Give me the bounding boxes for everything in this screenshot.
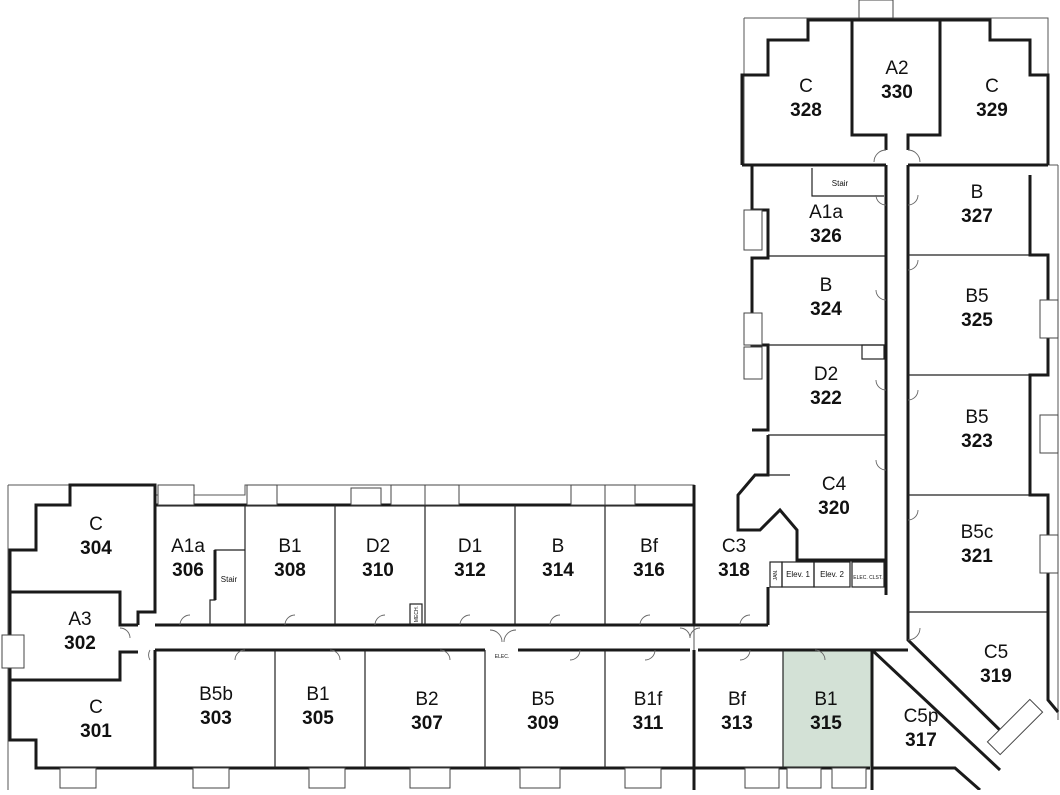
elevator-1-label: Elev. 1 <box>786 570 810 579</box>
room-type-307: B2 <box>415 689 438 710</box>
room-type-320: C4 <box>822 474 847 495</box>
room-type-306: A1a <box>171 536 205 557</box>
elevator-2-label: Elev. 2 <box>820 570 844 579</box>
room-number-318: 318 <box>718 560 750 581</box>
room-number-311: 311 <box>633 713 664 734</box>
room-number-306: 306 <box>172 560 204 581</box>
room-type-325: B5 <box>965 286 988 307</box>
room-number-319: 319 <box>980 666 1012 687</box>
room-type-323: B5 <box>965 407 988 428</box>
room-type-304: C <box>89 514 103 535</box>
room-type-311: B1f <box>634 689 663 710</box>
room-number-315: 315 <box>810 713 842 734</box>
room-type-327: B <box>971 182 984 203</box>
room-type-328: C <box>799 76 813 97</box>
room-number-321: 321 <box>961 546 993 567</box>
door-swings <box>119 149 921 661</box>
room-number-312: 312 <box>454 560 486 581</box>
janitor-label: JAN. <box>773 570 779 581</box>
room-type-314: B <box>552 536 565 557</box>
room-number-309: 309 <box>527 713 559 734</box>
room-type-302: A3 <box>68 609 91 630</box>
mech-label: MECH. <box>414 606 420 622</box>
room-type-309: B5 <box>531 689 554 710</box>
room-type-316: Bf <box>640 536 659 557</box>
room-number-303: 303 <box>200 708 232 729</box>
room-type-315: B1 <box>814 689 837 710</box>
elec-closet-label: ELEC. CLST. <box>853 575 882 581</box>
walls-north-wing <box>736 18 1050 613</box>
room-type-322: D2 <box>814 364 838 385</box>
room-number-302: 302 <box>64 633 96 654</box>
room-number-317: 317 <box>905 730 937 751</box>
room-number-310: 310 <box>362 560 394 581</box>
windows <box>59 0 1059 789</box>
room-number-308: 308 <box>274 560 306 581</box>
room-type-312: D1 <box>458 536 482 557</box>
room-type-319: C5 <box>984 642 1008 663</box>
room-type-321: B5c <box>961 522 994 543</box>
room-number-323: 323 <box>961 431 993 452</box>
room-number-307: 307 <box>411 713 443 734</box>
room-type-305: B1 <box>306 684 329 705</box>
room-number-327: 327 <box>961 206 993 227</box>
room-number-301: 301 <box>80 721 112 742</box>
room-number-325: 325 <box>961 310 993 331</box>
building-outline <box>7 17 1059 790</box>
stair-left-label: Stair <box>221 575 238 584</box>
room-type-324: B <box>820 275 833 296</box>
room-number-320: 320 <box>818 498 850 519</box>
room-number-330: 330 <box>881 82 913 103</box>
room-type-330: A2 <box>885 58 908 79</box>
room-type-310: D2 <box>366 536 390 557</box>
room-type-303: B5b <box>199 684 233 705</box>
room-number-305: 305 <box>302 708 334 729</box>
room-type-313: Bf <box>728 689 747 710</box>
room-number-326: 326 <box>810 226 842 247</box>
room-type-318: C3 <box>722 536 746 557</box>
room-number-322: 322 <box>810 388 842 409</box>
room-type-329: C <box>985 76 999 97</box>
room-type-308: B1 <box>278 536 301 557</box>
stair-top-label: Stair <box>832 179 849 188</box>
elec-label: ELEC. <box>495 654 509 660</box>
room-type-317: C5p <box>904 706 939 727</box>
room-number-329: 329 <box>976 100 1008 121</box>
room-number-328: 328 <box>790 100 822 121</box>
room-number-316: 316 <box>633 560 665 581</box>
room-type-326: A1a <box>809 202 843 223</box>
walls-southeast <box>870 600 1060 792</box>
highlighted-unit-315 <box>783 650 872 768</box>
room-number-304: 304 <box>80 538 112 559</box>
room-number-313: 313 <box>721 713 753 734</box>
room-type-301: C <box>89 697 103 718</box>
room-number-314: 314 <box>542 560 574 581</box>
room-number-324: 324 <box>810 299 842 320</box>
